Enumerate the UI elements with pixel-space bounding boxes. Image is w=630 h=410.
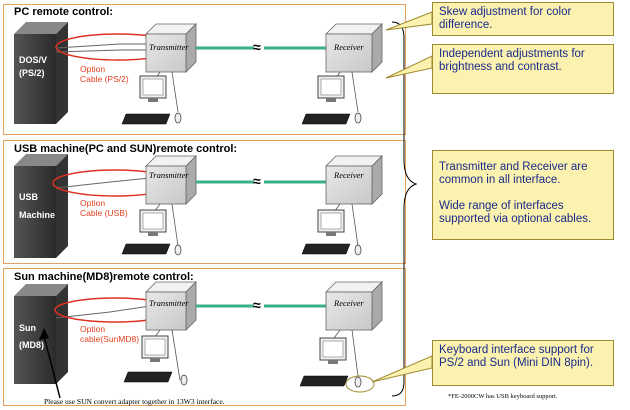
option-label-line2: Cable (PS/2): [80, 74, 129, 84]
panel-title-pc: PC remote control:: [14, 6, 114, 18]
keyboard-3b: [299, 375, 349, 387]
option-cable-label-sun: Option cable(SunMD8): [80, 324, 139, 344]
receiver-label-3: Receiver: [334, 298, 364, 308]
option-label-line1: Option: [80, 64, 106, 74]
option-cable-1b: [55, 49, 148, 53]
option-cable-label-usb: Option Cable (USB): [80, 198, 128, 218]
monitor-3b: [319, 337, 347, 364]
monitor-1b: [317, 75, 345, 102]
machine-label-line2: Machine: [19, 210, 56, 220]
receiver-box-1: [325, 23, 383, 73]
machine-label-line1: DOS/V: [19, 55, 48, 65]
keyboard-1a: [121, 113, 171, 125]
machine-label-line1: USB: [19, 192, 39, 202]
receiver-label-1: Receiver: [334, 42, 364, 52]
transmitter-box-1: [145, 23, 197, 73]
transmitter-label-1: Transmitter: [149, 42, 189, 52]
option-cable-3: [55, 305, 151, 319]
transmitter-box-2: [145, 155, 197, 205]
machine-label-usb: USB Machine: [19, 188, 55, 224]
callout-text: Skew adjustment for color difference.: [439, 6, 572, 31]
sun-adapter-note: Please use SUN convert adapter together …: [44, 397, 225, 406]
callout-text-line2: Wide range of interfaces supported via o…: [439, 200, 592, 225]
curly-brace: [391, 21, 418, 397]
machine-label-line2: (PS/2): [19, 68, 45, 78]
link-break-symbol-3: ≈: [253, 297, 261, 313]
callout-text-line1: Transmitter and Receiver are common in a…: [439, 161, 588, 186]
mouse-3a: [180, 374, 188, 386]
mouse-2b: [354, 244, 362, 256]
receiver-label-2: Receiver: [334, 170, 364, 180]
keyboard-3a: [123, 371, 173, 383]
keyboard-1b: [301, 113, 351, 125]
callout-text: Independent adjustments for brightness a…: [439, 48, 585, 73]
callout-brightness-contrast: Independent adjustments for brightness a…: [432, 44, 614, 94]
receiver-box-3: [325, 281, 383, 331]
link-break-symbol-1: ≈: [253, 39, 261, 55]
machine-label-pc: DOS/V (PS/2): [19, 54, 47, 80]
callout-pointer-1: [385, 11, 433, 31]
option-cable-label-pc: Option Cable (PS/2): [80, 64, 129, 84]
pc-tower-1: [14, 22, 68, 124]
callout-keyboard-interface: Keyboard interface support for PS/2 and …: [432, 340, 614, 386]
transmitter-box-3: [145, 281, 197, 331]
keyboard-2a: [121, 243, 171, 255]
callout-pointer-4: [371, 355, 433, 383]
mouse-2a: [174, 244, 182, 256]
transmitter-label-3: Transmitter: [149, 298, 189, 308]
monitor-3a: [141, 335, 169, 362]
sun-note-arrow: [39, 328, 61, 399]
link-break-symbol-2: ≈: [253, 173, 261, 189]
pc-tower-2: [14, 154, 68, 258]
callout-common-interface: Transmitter and Receiver are common in a…: [432, 150, 614, 240]
option-label-line1: Option: [80, 198, 106, 208]
machine-label-sun: Sun (MD8): [19, 320, 44, 354]
keyboard-highlight-ellipse: [345, 375, 375, 393]
option-label-line2: cable(SunMD8): [80, 334, 140, 344]
option-cable-2: [55, 177, 151, 189]
option-cable-1: [55, 43, 148, 49]
panel-title-sun: Sun machine(MD8)remote control:: [14, 271, 194, 283]
keyboard-2b: [301, 243, 351, 255]
transmitter-label-2: Transmitter: [149, 170, 189, 180]
mouse-3b: [354, 376, 362, 388]
callout-text: Keyboard interface support for PS/2 and …: [439, 344, 594, 369]
monitor-2b: [317, 209, 345, 236]
monitor-2a: [139, 209, 167, 236]
pc-tower-3: [14, 284, 68, 384]
panel-title-usb: USB machine(PC and SUN)remote control:: [14, 143, 238, 155]
monitor-1a: [139, 75, 167, 102]
callout-pointer-2: [385, 55, 433, 79]
receiver-box-2: [325, 155, 383, 205]
option-label-line2: Cable (USB): [80, 208, 128, 218]
mouse-1b: [354, 112, 362, 124]
mouse-1a: [174, 112, 182, 124]
machine-label-line1: Sun: [19, 323, 36, 333]
footnote-usb-keyboard: *FE-2000CW has USB keyboard support.: [448, 393, 558, 400]
option-label-line1: Option: [80, 324, 106, 334]
callout-skew-adjustment: Skew adjustment for color difference.: [432, 2, 614, 36]
machine-label-line2: (MD8): [19, 340, 44, 350]
